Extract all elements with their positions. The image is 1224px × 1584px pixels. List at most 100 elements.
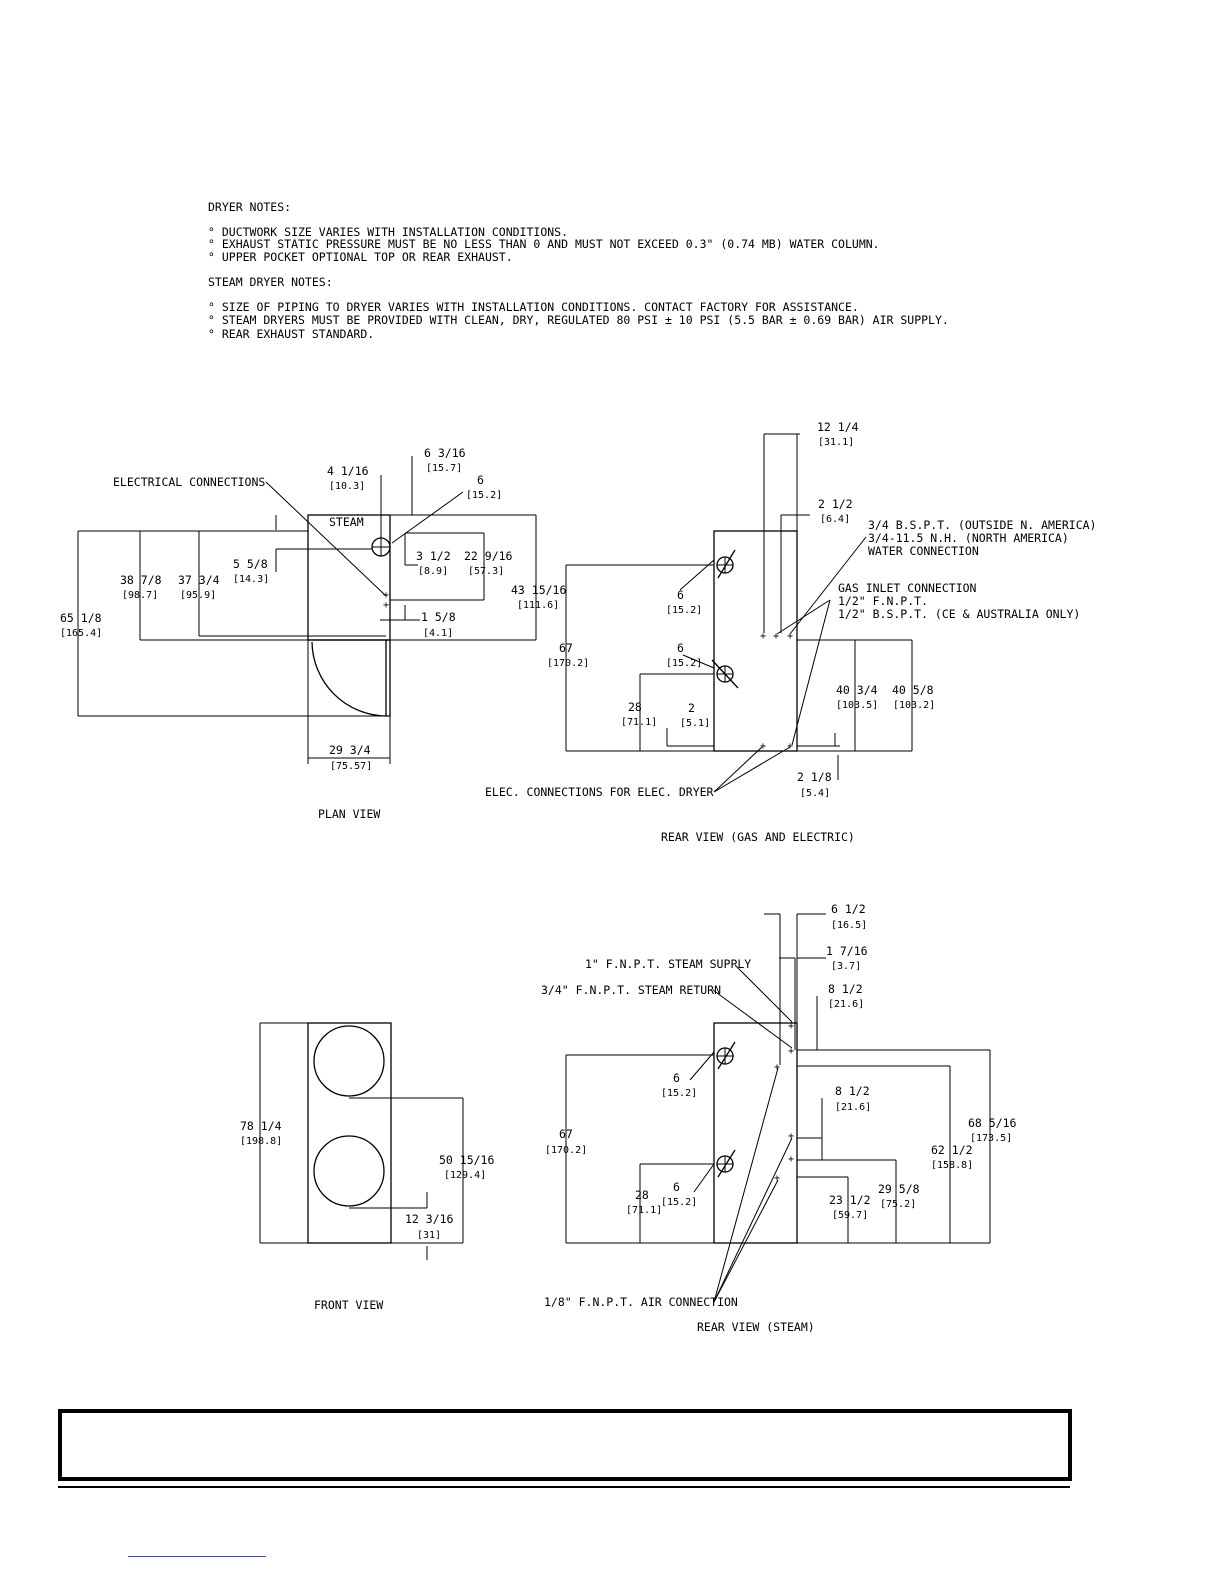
footer-link-underline[interactable] [128,1556,266,1557]
steam-return-leader [712,989,793,1049]
svg-text:+: + [773,631,779,642]
dryer-notes-title: DRYER NOTES: [208,200,291,214]
dim-metric: [14.3] [233,574,269,585]
dim-label: 6 [477,473,484,487]
rear-gas-dryer-outline [713,530,798,752]
dim-label: 50 15/16 [439,1153,494,1167]
dim-metric: [165.4] [60,628,102,639]
steam-note-1: ° SIZE OF PIPING TO DRYER VARIES WITH IN… [208,300,859,314]
steam-supply-leader [734,964,793,1023]
svg-text:+: + [788,1131,794,1142]
dim-metric: [158.8] [931,1160,973,1171]
dim-label: 37 3/4 [178,573,220,587]
dim-metric: [4.1] [423,628,453,639]
dryer-note-3: ° UPPER POCKET OPTIONAL TOP OR REAR EXHA… [208,250,513,264]
dim-metric: [3.7] [831,961,861,972]
dim-label: 2 [688,701,695,715]
dim-metric: [198.8] [240,1136,282,1147]
empty-caption-box [58,1409,1072,1481]
svg-text:+: + [788,1154,794,1165]
svg-text:+: + [774,1062,780,1073]
dim-metric: [75.57] [330,761,372,772]
dim-metric: [5.1] [680,718,710,729]
dim-metric: [15.2] [666,658,702,669]
dim-label: 40 3/4 [836,683,878,697]
air-leader [713,1067,779,1303]
dim-metric: [5.4] [800,788,830,799]
dim-metric: [173.5] [970,1133,1012,1144]
dim-metric: [16.5] [831,920,867,931]
steam-note-3: ° REAR EXHAUST STANDARD. [208,327,374,341]
dim-label: 12 3/16 [405,1212,454,1226]
dim-label: 2 1/8 [797,770,832,784]
rear-view-gas-title: REAR VIEW (GAS AND ELECTRIC) [661,830,855,844]
air-connection-label: 1/8" F.N.P.T. AIR CONNECTION [544,1295,738,1309]
dim-metric: [15.2] [666,605,702,616]
dim-label: 5 5/8 [233,557,268,571]
dim-label: 22 9/16 [464,549,513,563]
dim-label: 6 1/2 [831,902,866,916]
svg-text:+: + [787,741,793,752]
dim-label: 23 1/2 [829,1193,871,1207]
electrical-leader [265,481,387,597]
dim-label: 4 1/16 [327,464,369,478]
front-view: 78 1/4 [198.8] 50 15/16 [129.4] 12 3/16 … [240,1022,494,1312]
rear-view-steam: + + + + + + 6 1/2 [541,902,1017,1334]
dim-metric: [31] [417,1230,441,1241]
dim-metric: [21.6] [828,999,864,1010]
dim-metric: [103.5] [836,700,878,711]
gas-bspt-label: 1/2" B.S.P.T. (CE & AUSTRALIA ONLY) [838,607,1080,621]
steam-supply-label: 1" F.N.P.T. STEAM SUPPLY [585,957,751,971]
dryer-note-2: ° EXHAUST STATIC PRESSURE MUST BE NO LES… [208,237,880,251]
dim-label: 28 [635,1188,649,1202]
plan-door-swing [308,639,391,717]
dim-metric: [170.2] [545,1145,587,1156]
dim-label: 2 1/2 [818,497,853,511]
dim-metric: [71.1] [626,1205,662,1216]
elec-connections-label: ELEC. CONNECTIONS FOR ELEC. DRYER [485,785,714,799]
front-dryer-outline [307,1022,392,1244]
dim-label: 38 7/8 [120,573,162,587]
dim-metric: [71.1] [621,717,657,728]
dim-metric: [8.9] [418,566,448,577]
dim-metric: [15.7] [426,463,462,474]
dim-label: 1 7/16 [826,944,868,958]
dim-label: 8 1/2 [835,1084,870,1098]
dim-metric: [59.7] [832,1210,868,1221]
dim-metric: [6.4] [820,514,850,525]
rear-view-steam-title: REAR VIEW (STEAM) [697,1320,815,1334]
dim-label: 67 [559,1127,573,1141]
dim-metric: [98.7] [122,590,158,601]
dim-label: 1 5/8 [421,610,456,624]
svg-text:+: + [774,1173,780,1184]
dim-metric: [95.9] [180,590,216,601]
rear-view-gas-electric: + + + + + 12 1/4 [31.1] 2 1/2 [6.4] [485,420,1096,844]
dim-label: 6 [673,1180,680,1194]
dim-label: 68 5/16 [968,1116,1017,1130]
dim-label: 8 1/2 [828,982,863,996]
svg-text:+: + [760,631,766,642]
svg-text:+: + [760,741,766,752]
dim-metric: [15.2] [466,490,502,501]
lower-door-icon [313,1135,385,1207]
svg-text:+: + [788,1046,794,1057]
svg-text:+: + [788,1021,794,1032]
rear-steam-dryer-outline [713,1022,798,1244]
dim-metric: [103.2] [893,700,935,711]
water-connection-label: WATER CONNECTION [868,544,979,558]
plan-view-title: PLAN VIEW [318,807,380,821]
elec-leader [713,746,763,793]
notes-block: DRYER NOTES: ° DUCTWORK SIZE VARIES WITH… [208,200,949,341]
electrical-connections-label: ELECTRICAL CONNECTIONS [113,475,265,489]
plan-view: + + ELECTRICAL CONNECTIONS STEAM 4 1/16 [60,446,566,821]
upper-door-icon [313,1025,385,1097]
svg-text:+: + [787,631,793,642]
dim-label: 6 [677,641,684,655]
dim-metric: [129.4] [444,1170,486,1181]
dim-metric: [15.2] [661,1088,697,1099]
dim-metric: [170.2] [547,658,589,669]
dim-label: 65 1/8 [60,611,102,625]
dim-label: 6 [677,588,684,602]
dim-label: 62 1/2 [931,1143,973,1157]
